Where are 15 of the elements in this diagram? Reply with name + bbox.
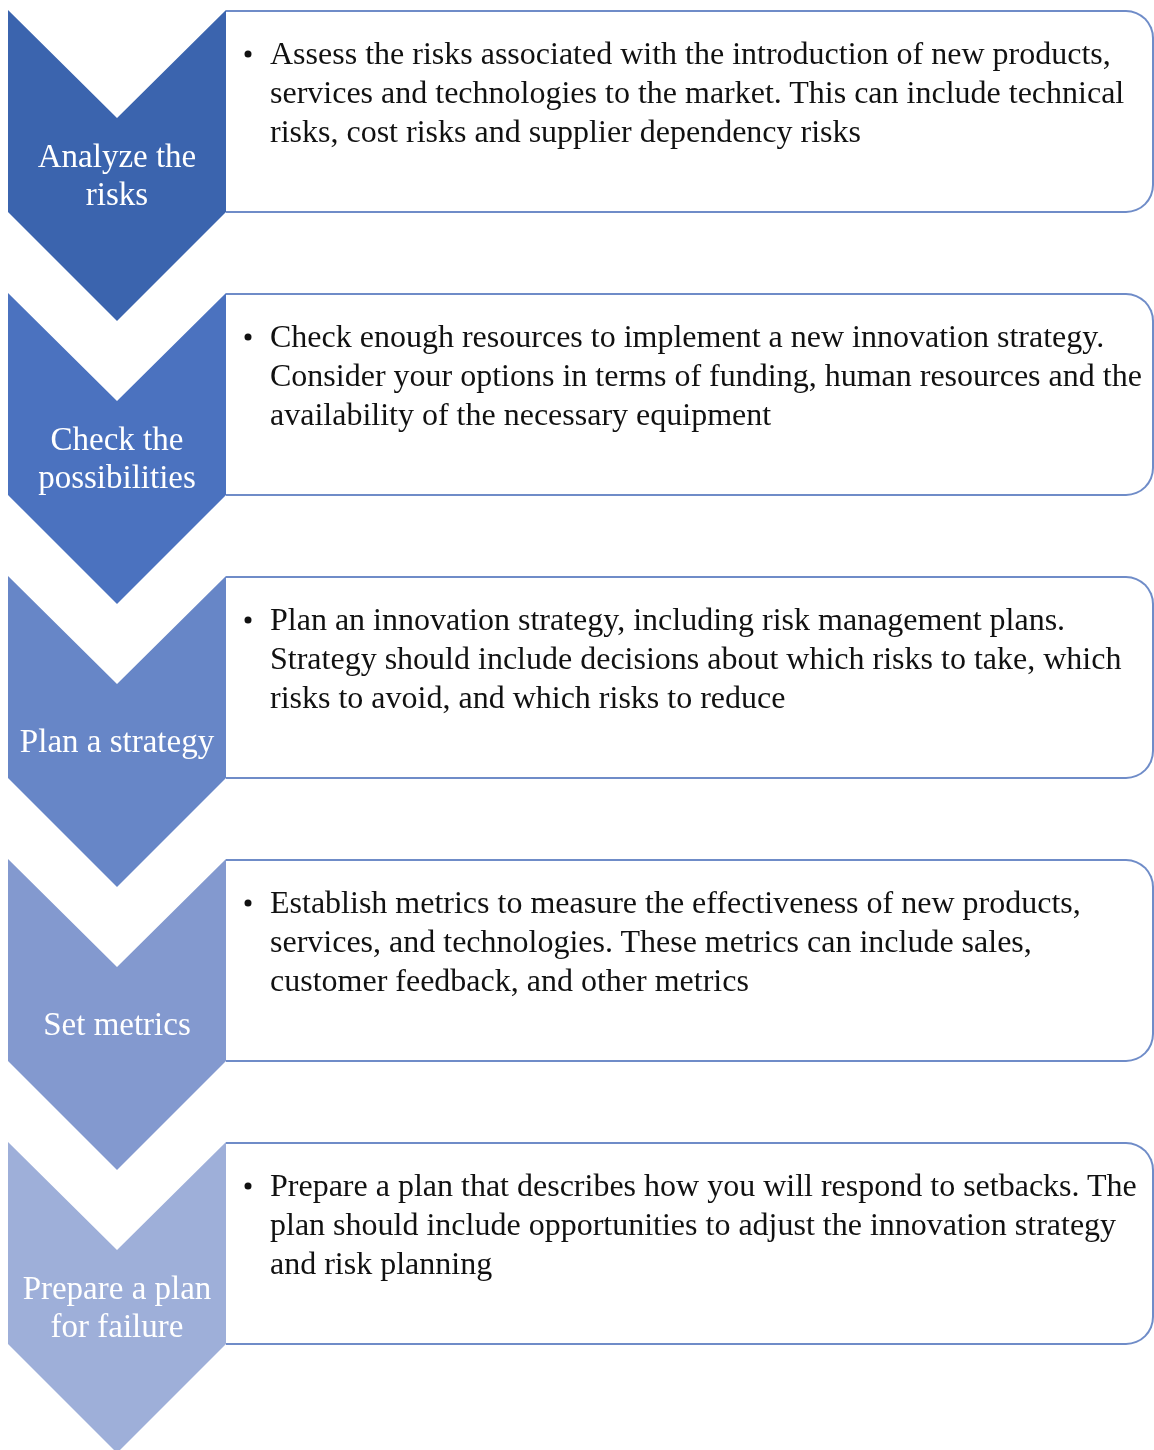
bullet-text: Prepare a plan that describes how you will respond to setbacks. The plan should include opportunities to adjust the innovation strategy and risk planning (270, 1166, 1138, 1283)
step-title: Set metrics (43, 1005, 191, 1043)
text-panel (226, 10, 1154, 213)
step-title: Analyze the risks (36, 137, 198, 213)
text-panel (226, 293, 1154, 496)
bullet-text: Establish metrics to measure the effectiveness of new products, services, and technologies. These metrics can include sales, customer feedback, and other metrics (270, 883, 1082, 1000)
text-panel (226, 859, 1154, 1062)
step-title: Plan a strategy (19, 722, 215, 760)
text-panel (226, 1142, 1154, 1345)
step-title: Prepare a plan for failure (21, 1269, 213, 1345)
bullet-text: Assess the risks associated with the introduction of new products, services and technologies to the market. This can include technical risks, cost risks and supplier dependency risks (270, 34, 1126, 151)
bullet-text: Check enough resources to implement a new innovation strategy. Consider your options in terms of funding, human resources and the availability of the necessary equipment (270, 317, 1142, 434)
text-panel (226, 576, 1154, 779)
step-title: Check the possibilities (37, 420, 197, 496)
bullet-text: Plan an innovation strategy, including risk management plans. Strategy should include decisions about which risks to take, which risks to avoid, and which risks to reduce (270, 600, 1123, 717)
